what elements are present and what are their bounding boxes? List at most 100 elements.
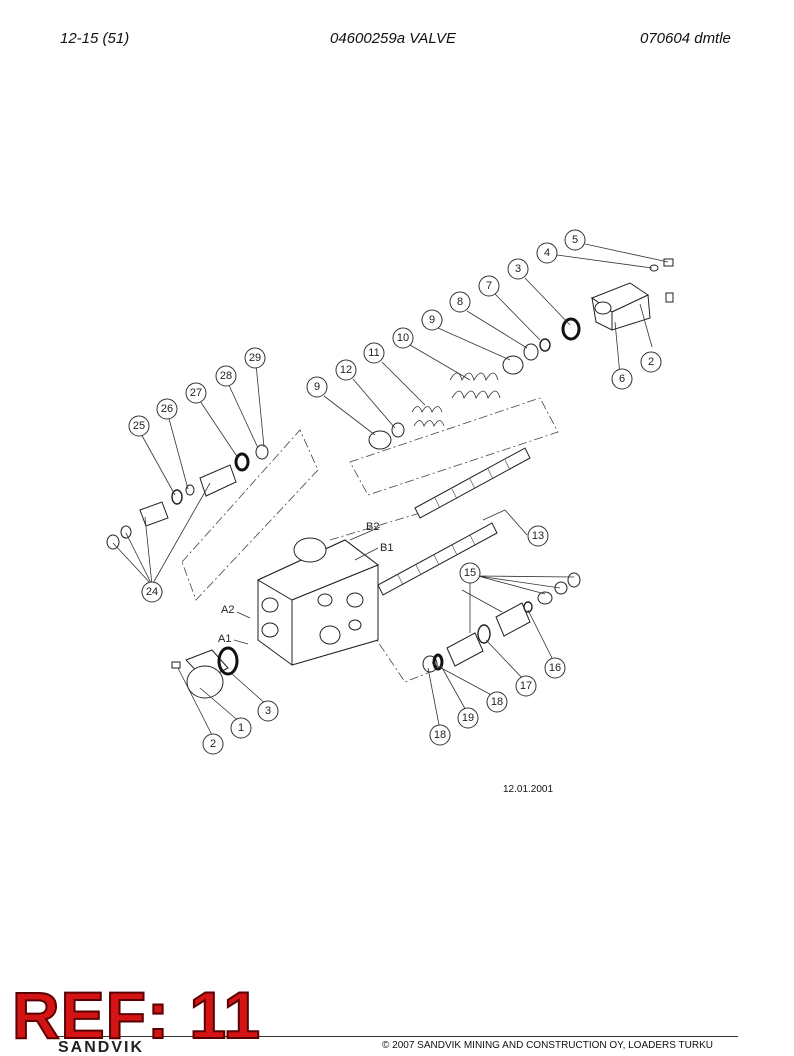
header-page-ref: 12-15 (51) bbox=[60, 30, 130, 47]
callout-9-lower: 9 bbox=[306, 376, 328, 398]
callout-17: 17 bbox=[515, 675, 537, 697]
svg-text:15: 15 bbox=[464, 567, 476, 579]
washer-29 bbox=[255, 444, 269, 460]
callout-12: 12 bbox=[335, 359, 357, 381]
svg-text:12: 12 bbox=[340, 364, 352, 376]
svg-text:4: 4 bbox=[544, 247, 550, 259]
svg-text:11: 11 bbox=[368, 347, 379, 359]
header-title: 04600259a VALVE bbox=[330, 30, 456, 47]
svg-text:8: 8 bbox=[457, 296, 463, 308]
callout-29: 29 bbox=[244, 347, 266, 369]
svg-text:10: 10 bbox=[397, 332, 409, 344]
svg-text:27: 27 bbox=[190, 387, 202, 399]
callout-13: 13 bbox=[527, 525, 549, 547]
ring-7 bbox=[539, 338, 551, 352]
svg-text:17: 17 bbox=[520, 680, 532, 692]
ring-12 bbox=[391, 422, 405, 438]
callout-28: 28 bbox=[215, 365, 237, 387]
svg-text:2: 2 bbox=[648, 356, 654, 368]
svg-text:26: 26 bbox=[161, 403, 173, 415]
screw-5 bbox=[663, 258, 674, 267]
ring-16 bbox=[523, 601, 533, 613]
svg-text:18: 18 bbox=[434, 729, 446, 741]
upper-end-cap bbox=[590, 282, 651, 331]
seal-24-a bbox=[106, 534, 120, 550]
svg-text:24: 24 bbox=[146, 586, 158, 598]
ring-26-a bbox=[171, 489, 183, 505]
copyright-notice: © 2007 SANDVIK MINING AND CONSTRUCTION O… bbox=[382, 1040, 713, 1051]
callout-9-upper: 9 bbox=[421, 309, 443, 331]
callout-7: 7 bbox=[478, 275, 500, 297]
assembly-axis-upper bbox=[349, 397, 559, 496]
svg-text:7: 7 bbox=[486, 280, 492, 292]
svg-text:3: 3 bbox=[515, 263, 521, 275]
callout-4: 4 bbox=[536, 242, 558, 264]
brand-logo: SANDVIK bbox=[58, 1039, 145, 1056]
plug-15e bbox=[567, 572, 581, 588]
callout-1: 1 bbox=[230, 717, 252, 739]
svg-text:16: 16 bbox=[549, 662, 561, 674]
washer-8 bbox=[523, 343, 539, 361]
port-label-a2: A2 bbox=[221, 604, 234, 616]
screw-2-upper bbox=[665, 292, 674, 303]
valve-body bbox=[256, 537, 380, 666]
callout-27: 27 bbox=[185, 382, 207, 404]
assembly-axis-spool bbox=[329, 512, 421, 541]
valve-cartridge-15b bbox=[495, 602, 531, 637]
svg-text:2: 2 bbox=[210, 738, 216, 750]
spring-10 bbox=[449, 372, 501, 400]
assembly-axis-left bbox=[181, 429, 319, 601]
svg-text:19: 19 bbox=[462, 712, 474, 724]
callout-11: 11 bbox=[363, 342, 385, 364]
o-ring-3-lower bbox=[217, 646, 239, 676]
callout-5: 5 bbox=[564, 229, 586, 251]
fitting-25 bbox=[139, 501, 169, 527]
callout-3-lower: 3 bbox=[257, 700, 279, 722]
svg-text:9: 9 bbox=[429, 314, 435, 326]
callout-2-upper: 2 bbox=[640, 351, 662, 373]
callout-24: 24 bbox=[141, 581, 163, 603]
callout-16: 16 bbox=[544, 657, 566, 679]
o-ring-19 bbox=[432, 653, 444, 671]
assembly-axis-lower bbox=[369, 629, 441, 683]
screw-2-lower bbox=[171, 661, 181, 669]
plug-15c bbox=[537, 591, 553, 605]
callout-18-lower: 18 bbox=[429, 724, 451, 746]
svg-text:18: 18 bbox=[491, 696, 503, 708]
callout-18-upper: 18 bbox=[486, 691, 508, 713]
callout-19: 19 bbox=[457, 707, 479, 729]
spring-seat-9-upper bbox=[502, 355, 524, 375]
seal-24-b bbox=[120, 525, 132, 539]
port-label-a1: A1 bbox=[218, 633, 231, 645]
spool-upper bbox=[414, 447, 531, 519]
spring-11 bbox=[411, 406, 445, 427]
callout-25: 25 bbox=[128, 415, 150, 437]
svg-text:6: 6 bbox=[619, 373, 625, 385]
o-ring-3-upper bbox=[561, 317, 581, 341]
plug-15d bbox=[554, 581, 568, 595]
spring-seat-9-lower bbox=[368, 430, 392, 450]
port-plug-27 bbox=[199, 464, 237, 497]
o-ring-28 bbox=[234, 452, 250, 472]
callout-2-lower: 2 bbox=[202, 733, 224, 755]
svg-text:9: 9 bbox=[314, 381, 320, 393]
drawing-date: 12.01.2001 bbox=[503, 784, 554, 795]
svg-text:29: 29 bbox=[249, 352, 261, 364]
callout-3-upper: 3 bbox=[507, 258, 529, 280]
spool-lower bbox=[377, 522, 498, 596]
o-ring-17 bbox=[477, 624, 491, 644]
valve-cartridge-15a bbox=[446, 632, 484, 667]
lower-end-cap bbox=[185, 649, 229, 699]
svg-text:5: 5 bbox=[572, 234, 578, 246]
callout-8: 8 bbox=[449, 291, 471, 313]
port-label-b1: B1 bbox=[380, 542, 393, 554]
svg-text:28: 28 bbox=[220, 370, 232, 382]
svg-text:13: 13 bbox=[532, 530, 544, 542]
svg-text:25: 25 bbox=[133, 420, 145, 432]
port-label-b2: B2 bbox=[366, 521, 379, 533]
header-doc-code: 070604 dmtle bbox=[640, 30, 731, 47]
callout-6: 6 bbox=[611, 368, 633, 390]
footer-rule bbox=[58, 1036, 738, 1037]
svg-text:3: 3 bbox=[265, 705, 271, 717]
